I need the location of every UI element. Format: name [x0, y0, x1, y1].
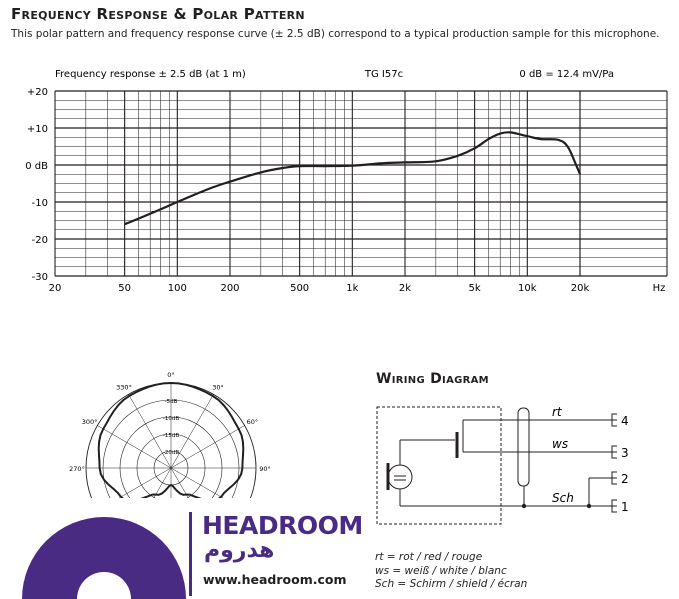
label-ws: ws — [552, 437, 568, 451]
mic-housing-box — [376, 406, 502, 525]
polar-pattern-line — [97, 381, 245, 498]
frequency-response-chart: Frequency response ± 2.5 dB (at 1 m) TG … — [25, 69, 668, 294]
page-title: Frequency Response & Polar Pattern — [11, 5, 305, 23]
polar-angle-label: 60° — [247, 418, 259, 426]
y-tick-label: -20 — [32, 235, 48, 246]
y-tick-label: -30 — [32, 272, 48, 283]
y-tick-label: 0 dB — [25, 161, 48, 172]
label-rt: rt — [552, 405, 563, 419]
polar-spoke — [153, 467, 172, 498]
x-tick-label: 20k — [571, 283, 590, 294]
polar-angle-label: 330° — [116, 384, 132, 392]
pin-3: 3 — [621, 446, 629, 460]
polar-spoke — [170, 425, 245, 469]
x-tick-label: 100 — [168, 283, 187, 294]
polar-angle-label: 270° — [69, 465, 85, 473]
polar-spoke — [170, 394, 214, 469]
page-subtitle: This polar pattern and frequency respons… — [11, 28, 660, 40]
x-tick-label: 10k — [518, 283, 537, 294]
legend-ws: ws = weiß / white / blanc — [375, 564, 507, 577]
y-tick-label: +20 — [27, 87, 48, 98]
x-tick-label: 200 — [220, 283, 239, 294]
brand-name-arabic: هدروم — [204, 538, 275, 563]
pin-4: 4 — [621, 414, 629, 428]
polar-spoke — [170, 467, 224, 498]
wiring-legend: rt = rot / red / rouge ws = weiß / white… — [375, 551, 527, 592]
x-tick-label: 50 — [118, 283, 131, 294]
polar-spoke — [128, 394, 172, 469]
polar-spoke — [170, 467, 189, 498]
x-tick-label: 5k — [469, 283, 481, 294]
polar-ring-label: -15dB — [163, 433, 179, 439]
x-tick-label: 2k — [399, 283, 411, 294]
label-sch: Sch — [552, 491, 574, 505]
x-unit-label: Hz — [653, 283, 666, 294]
logo-disc-hole — [77, 572, 131, 599]
x-tick-label: 500 — [290, 283, 309, 294]
pin-2: 2 — [621, 472, 629, 486]
polar-ring-label: -5dB — [165, 399, 178, 405]
chart-header-right: 0 dB = 12.4 mV/Pa — [519, 69, 614, 80]
polar-ring-label: -20dB — [163, 450, 179, 456]
polar-spoke — [97, 425, 172, 469]
x-tick-label: 1k — [346, 283, 358, 294]
pin-1: 1 — [621, 500, 629, 514]
brand-url: www.headroom.com — [203, 572, 347, 587]
legend-rt: rt = rot / red / rouge — [375, 551, 483, 563]
legend-sch: Sch = Schirm / shield / écran — [375, 578, 528, 590]
polar-angle-label: 300° — [82, 418, 98, 426]
logo-disc — [22, 517, 186, 599]
brand-name: HEADROOM — [202, 511, 363, 540]
polar-angle-label: 90° — [259, 465, 271, 473]
polar-ring-label: -10dB — [163, 416, 179, 422]
y-tick-label: +10 — [27, 124, 48, 135]
polar-spoke — [118, 467, 172, 498]
frequency-response-line — [124, 131, 582, 226]
logo-divider — [189, 512, 192, 596]
wiring-diagram-title: Wiring Diagram — [376, 371, 489, 387]
y-tick-label: -10 — [32, 198, 48, 209]
x-tick-label: 20 — [49, 283, 62, 294]
chart-header-center: TG I57c — [364, 69, 403, 80]
chart-header-left: Frequency response ± 2.5 dB (at 1 m) — [55, 69, 246, 80]
polar-angle-label: 0° — [167, 371, 174, 379]
polar-angle-label: 30° — [212, 384, 224, 392]
